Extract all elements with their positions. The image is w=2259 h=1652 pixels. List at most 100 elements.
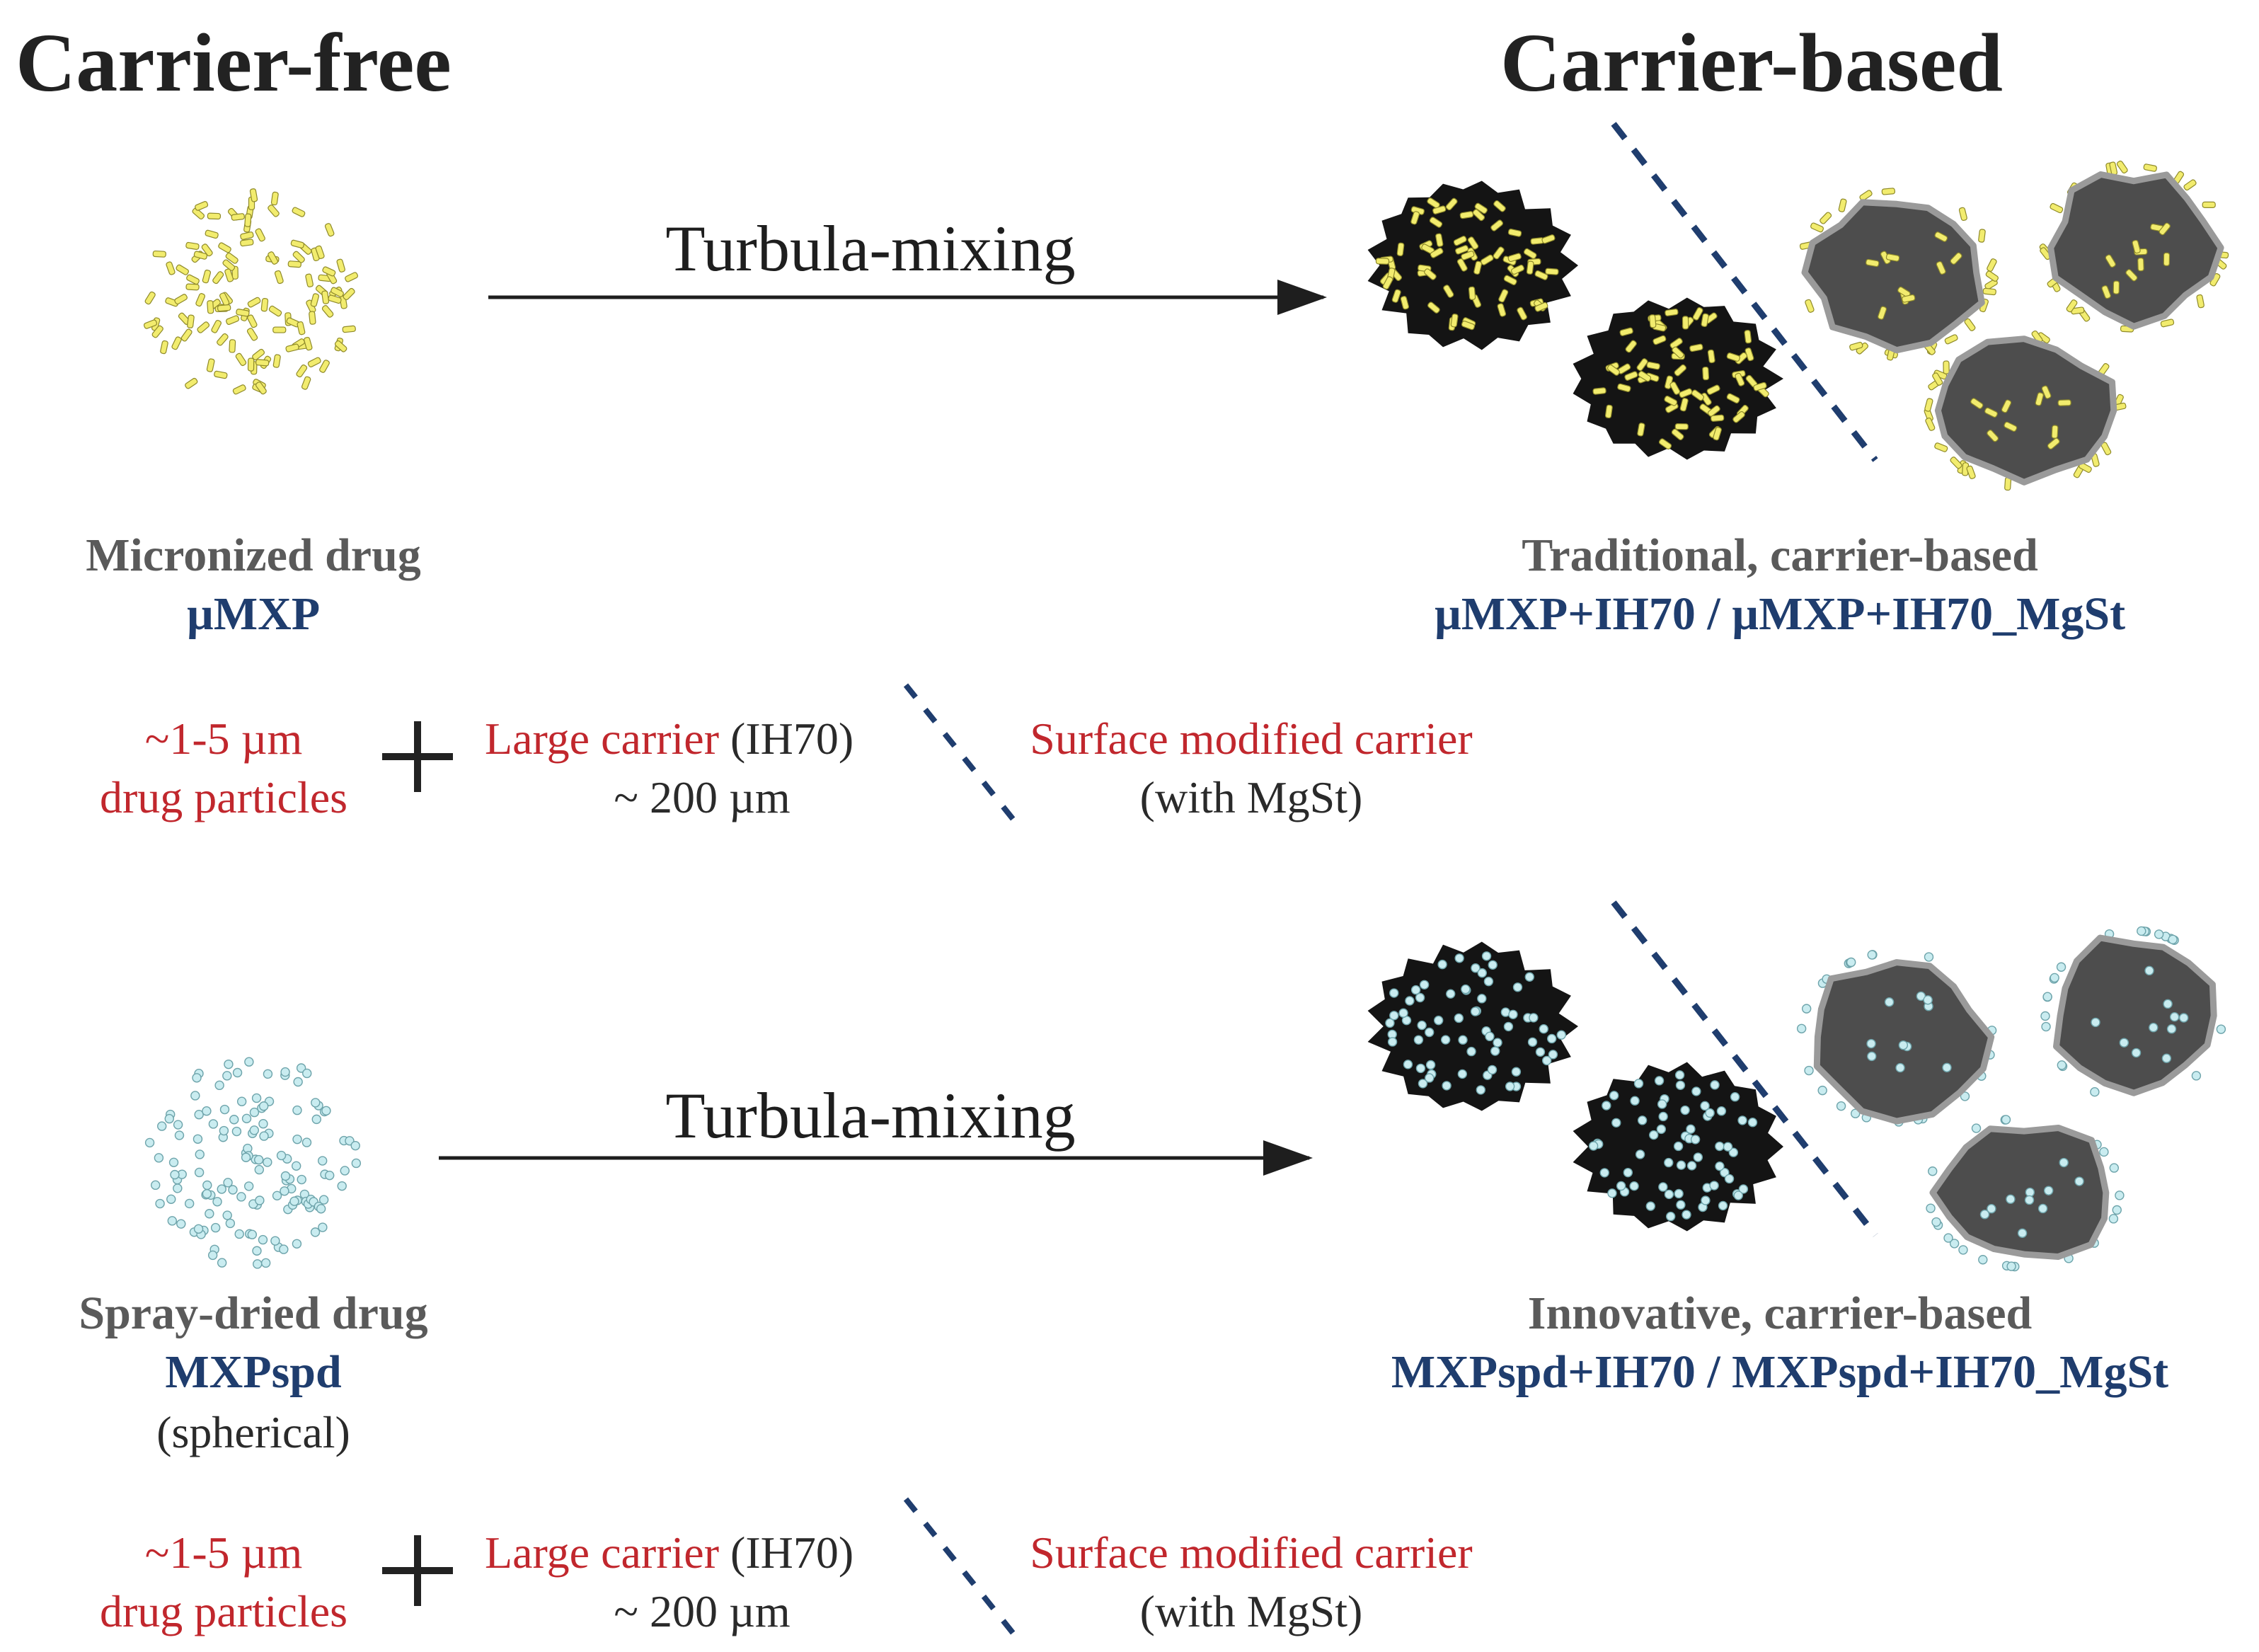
- carrier-body: [1929, 1125, 2110, 1260]
- drug-particle: [1405, 996, 1415, 1006]
- drug-particle: [212, 271, 224, 285]
- drug-particle: [1691, 389, 1704, 401]
- drug-particle: [1928, 1166, 1938, 1176]
- drug-particle: [244, 213, 252, 227]
- drug-particle: [1637, 423, 1645, 437]
- surface-modified-carrier-particle: [2039, 160, 2229, 333]
- drug-particle: [1964, 318, 1976, 331]
- drug-particle: [272, 354, 281, 368]
- carrier-body: [2053, 934, 2217, 1096]
- drug-particle: [222, 259, 236, 271]
- drug-particle: [174, 294, 188, 305]
- drug-particle: [219, 1125, 229, 1136]
- drug-particle: [2202, 201, 2216, 208]
- drug-particle: [1664, 1157, 1674, 1168]
- drug-particle: [297, 1174, 306, 1185]
- drug-particle: [225, 1218, 236, 1229]
- drug-particle: [231, 1126, 242, 1137]
- drug-particle: [1691, 1086, 1701, 1096]
- drug-particle: [322, 266, 336, 277]
- drug-particle: [1846, 957, 1856, 968]
- drug-particle: [174, 1130, 185, 1140]
- drug-particle: [166, 1194, 176, 1205]
- drug-particle: [195, 1149, 205, 1159]
- drug-particle: [1902, 294, 1916, 303]
- drug-particle: [1511, 264, 1524, 275]
- drug-particle: [1706, 384, 1720, 395]
- drug-particle: [270, 191, 279, 206]
- drug-particle: [1490, 219, 1504, 231]
- drug-particle: [1619, 327, 1633, 336]
- drug-particle: [2115, 1191, 2125, 1200]
- drug-particle: [1657, 1099, 1667, 1109]
- drug-particle: [1676, 1200, 1686, 1210]
- drug-particle: [249, 1125, 260, 1135]
- legend-modified-label-1: Surface modified carrier: [1030, 713, 1473, 764]
- micronized-drug-cluster: [143, 188, 358, 395]
- drug-particle: [2144, 965, 2154, 976]
- drug-particle: [1385, 1018, 1395, 1028]
- drug-particle: [255, 359, 270, 367]
- drug-particle: [207, 1250, 218, 1261]
- drug-particle: [1523, 248, 1537, 259]
- drug-particle: [235, 352, 247, 367]
- carrier-divider-2: [1611, 900, 1878, 1237]
- drug-particle: [1417, 1020, 1427, 1031]
- drug-particle: [291, 1161, 301, 1171]
- legend-carrier-label: Large carrier: [485, 1527, 719, 1578]
- drug-particle: [1849, 341, 1863, 351]
- drug-particle: [1728, 1147, 1739, 1157]
- drug-particle: [1649, 1130, 1659, 1140]
- drug-particle: [1629, 1181, 1639, 1191]
- drug-particle: [1637, 1115, 1648, 1125]
- drug-particle: [1810, 222, 1824, 233]
- drug-particle: [1427, 197, 1440, 209]
- drug-particle: [292, 1105, 302, 1115]
- drug-particle: [1425, 1027, 1435, 1038]
- drug-particle: [1711, 414, 1725, 422]
- drug-particle: [247, 314, 258, 328]
- drug-particle: [1676, 1160, 1686, 1170]
- drug-particle: [1724, 1174, 1735, 1184]
- drug-particle: [309, 311, 316, 325]
- drug-particle: [2041, 1021, 2051, 1032]
- drug-particle: [2056, 962, 2067, 972]
- drug-particle: [304, 336, 313, 351]
- drug-particle: [224, 268, 234, 282]
- drug-particle: [1982, 287, 1996, 296]
- drug-particle: [1718, 1200, 1728, 1211]
- drug-particle: [2025, 1187, 2035, 1198]
- drug-particle: [1508, 1009, 1518, 1019]
- legend-modified-note-1: (with MgSt): [1139, 772, 1363, 822]
- product-separator: /: [1695, 1346, 1732, 1398]
- drug-particle: [223, 1178, 233, 1188]
- drug-particle: [1866, 1038, 1876, 1049]
- drug-particle: [1689, 343, 1703, 352]
- drug-particle: [258, 1234, 268, 1245]
- drug-particle: [1726, 393, 1740, 404]
- drug-particle: [1936, 260, 1946, 275]
- legend-drug-size-2: ~1-5 µm: [144, 1527, 303, 1578]
- drug-particle: [1984, 407, 1998, 418]
- drug-particle: [1609, 1091, 1619, 1101]
- drug-particle: [289, 1196, 299, 1206]
- surface-modified-carrier-particle: [1796, 950, 1997, 1127]
- drug-particle: [270, 1236, 280, 1246]
- drug-particle: [1487, 1065, 1498, 1075]
- drug-particle: [253, 1259, 263, 1269]
- product-separator: /: [1695, 588, 1732, 640]
- drug-particle: [1400, 296, 1410, 310]
- drug-particle: [1461, 321, 1476, 331]
- legend-carrier-label: Large carrier: [485, 713, 719, 764]
- drug-particle: [1730, 1092, 1740, 1102]
- drug-particle: [324, 223, 335, 237]
- drug-particle: [1430, 247, 1444, 258]
- drug-particle: [1881, 188, 1896, 195]
- drug-particle: [208, 1119, 219, 1129]
- drug-particle: [1950, 457, 1962, 469]
- drug-particle: [201, 243, 213, 257]
- drug-particle: [311, 1114, 321, 1125]
- drug-particle: [243, 1181, 254, 1191]
- drug-particle: [1458, 1035, 1468, 1045]
